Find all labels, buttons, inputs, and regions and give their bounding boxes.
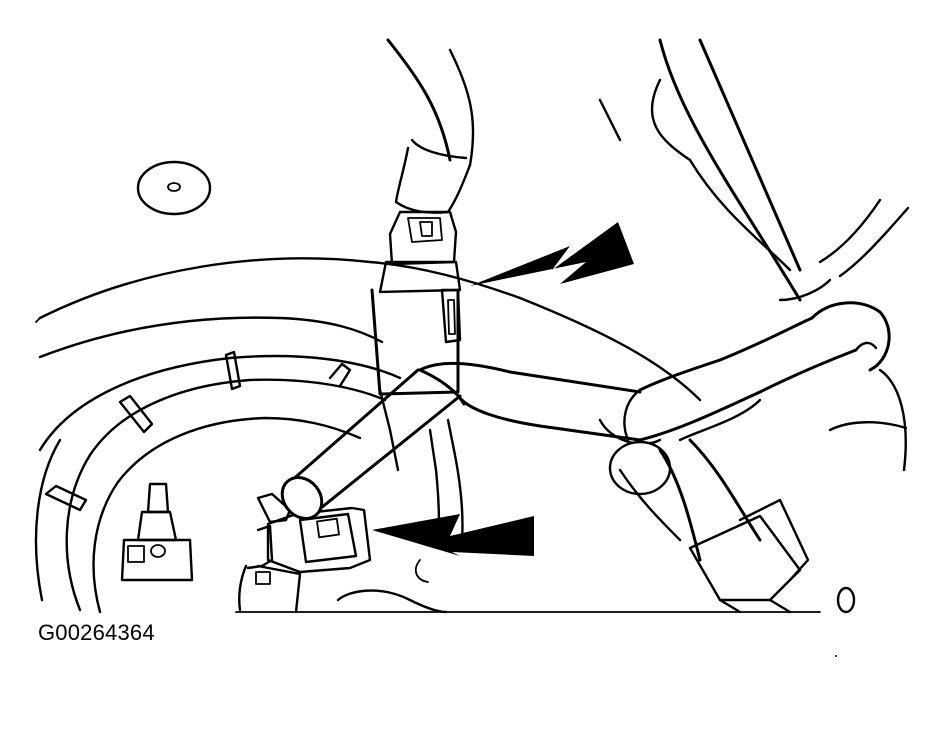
right-connector <box>658 438 856 614</box>
arrow-pointer-icon <box>372 514 534 556</box>
upper-fuel-line <box>370 38 475 396</box>
y-junction-hose <box>280 362 642 542</box>
fuel-pump-module-ring <box>34 350 402 614</box>
mounting-boss <box>136 160 212 216</box>
arrow-pointer-icon <box>470 222 634 286</box>
electrical-connector <box>238 492 448 614</box>
sender-connector <box>120 482 194 582</box>
scan-speck <box>835 655 837 657</box>
tank-contour-lines <box>35 257 702 402</box>
right-hose-bundle <box>598 38 910 542</box>
figure-id-label: G00264364 <box>38 620 155 645</box>
